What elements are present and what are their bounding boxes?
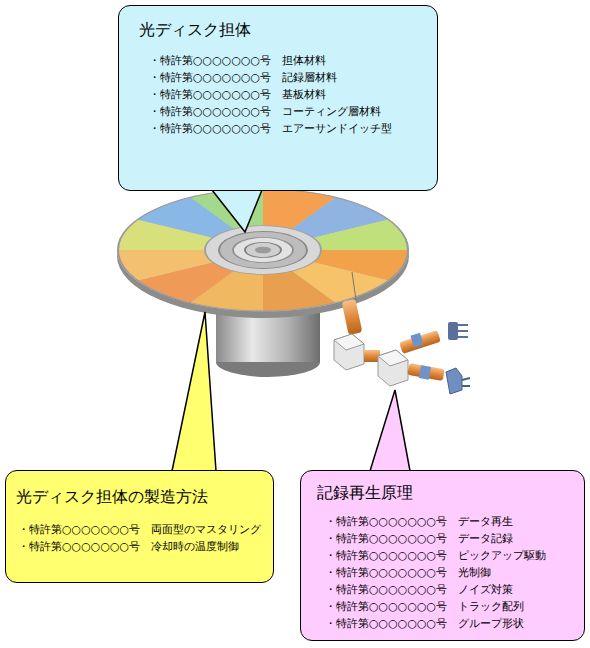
patent-item: ・特許第○○○○○○○号 担体材料: [149, 52, 425, 69]
patent-item: ・特許第○○○○○○○号 グループ形状: [325, 615, 572, 632]
patent-item: ・特許第○○○○○○○号 記録層材料: [149, 69, 425, 86]
patent-item: ・特許第○○○○○○○号 ノイズ対策: [325, 581, 572, 598]
patent-item: ・特許第○○○○○○○号 コーティング層材料: [149, 103, 425, 120]
patent-item: ・特許第○○○○○○○号 基板材料: [149, 86, 425, 103]
patent-item: ・特許第○○○○○○○号 データ再生: [325, 513, 572, 530]
callout-box: 光ディスク担体・特許第○○○○○○○号 担体材料・特許第○○○○○○○号 記録層…: [118, 5, 438, 191]
disc: [117, 189, 409, 318]
callout-box: 記録再生原理・特許第○○○○○○○号 データ再生・特許第○○○○○○○号 データ…: [300, 470, 585, 641]
callout-heading: 光ディスク担体の製造方法: [16, 487, 261, 507]
patent-item: ・特許第○○○○○○○号 冷却時の温度制御: [18, 538, 261, 555]
optical-pickup: [334, 272, 470, 394]
patent-item: ・特許第○○○○○○○号 光制御: [325, 564, 572, 581]
callout-tails: [172, 189, 410, 472]
patent-item: ・特許第○○○○○○○号 トラック配列: [325, 598, 572, 615]
patent-item: ・特許第○○○○○○○号 エアーサンドイッチ型: [149, 120, 425, 137]
patent-item: ・特許第○○○○○○○号 ピックアップ駆動: [325, 547, 572, 564]
patent-item: ・特許第○○○○○○○号 両面型のマスタリング: [18, 521, 261, 538]
callout-heading: 光ディスク担体: [139, 20, 425, 40]
patent-item: ・特許第○○○○○○○号 データ記録: [325, 530, 572, 547]
callout-heading: 記録再生原理: [317, 483, 572, 503]
callout-box: 光ディスク担体の製造方法・特許第○○○○○○○号 両面型のマスタリング・特許第○…: [5, 470, 274, 583]
